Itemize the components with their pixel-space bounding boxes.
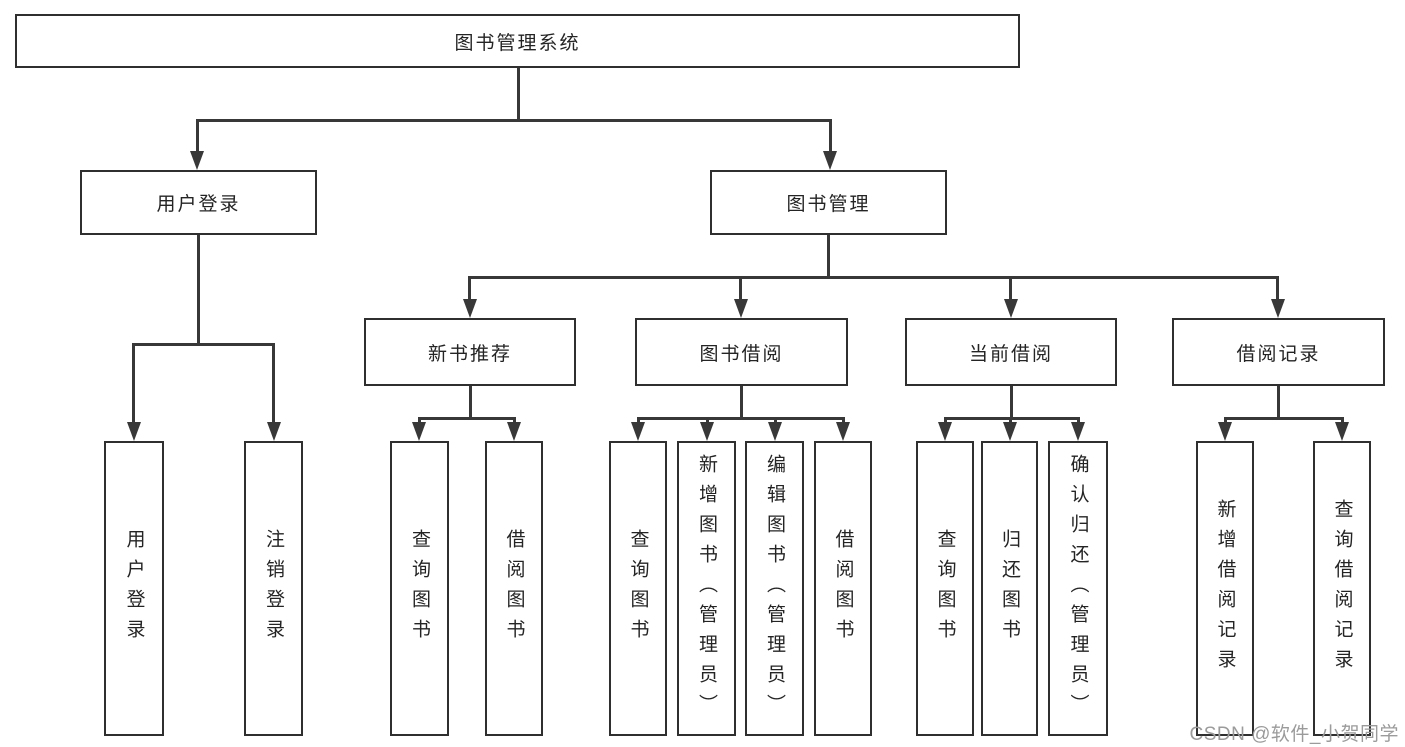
node-leaf-edit-book: 编辑图书（管理员） (745, 441, 804, 736)
arrowhead-leaf-query-record (1335, 422, 1349, 441)
node-new-book-label: 新书推荐 (427, 343, 512, 365)
edge-book-borrow-rail (638, 417, 843, 420)
arrowhead-new-book (463, 299, 477, 318)
edge-root-to-book-mgmt (829, 119, 832, 154)
edge-to-leaf-borrow-book-1 (513, 417, 516, 424)
edge-book-mgmt-rail (470, 276, 1278, 279)
edge-to-leaf-borrow-book-2 (842, 417, 845, 424)
node-leaf-query-book-3: 查询图书 (916, 441, 974, 736)
node-user-login: 用户登录 (80, 170, 317, 235)
arrowhead-leaf-confirm-return (1071, 422, 1085, 441)
edge-to-leaf-add-record (1224, 417, 1227, 424)
arrowhead-user-login (190, 151, 204, 170)
node-leaf-query-book-1-label: 查询图书 (409, 528, 430, 649)
node-book-mgmt-label: 图书管理 (786, 194, 871, 215)
node-leaf-edit-book-label: 编辑图书（管理员） (764, 453, 785, 724)
edge-to-new-book (468, 276, 471, 301)
node-leaf-add-record: 新增借阅记录 (1196, 441, 1254, 736)
arrowhead-leaf-borrow-book-1 (507, 422, 521, 441)
arrowhead-current-borrow (1004, 299, 1018, 318)
edge-to-borrow-record (1276, 276, 1279, 301)
node-leaf-query-record: 查询借阅记录 (1313, 441, 1371, 736)
edge-to-leaf-return-book (1009, 417, 1012, 424)
arrowhead-leaf-add-record (1218, 422, 1232, 441)
edge-root-rail (197, 119, 831, 122)
edge-to-book-borrow (739, 276, 742, 301)
edge-to-leaf-edit-book (774, 417, 777, 424)
node-borrow-record-label: 借阅记录 (1236, 343, 1321, 365)
arrowhead-borrow-record (1271, 299, 1285, 318)
node-leaf-borrow-book-1-label: 借阅图书 (503, 528, 525, 649)
edge-root-to-user-login (196, 119, 199, 154)
node-book-mgmt: 图书管理 (710, 170, 947, 235)
node-leaf-borrow-book-2: 借阅图书 (814, 441, 872, 736)
edge-root-stem (517, 68, 520, 121)
node-leaf-borrow-book-2-label: 借阅图书 (832, 528, 854, 649)
edge-to-leaf-confirm-return (1077, 417, 1080, 424)
arrowhead-leaf-edit-book (768, 422, 782, 441)
node-leaf-logout-label: 注销登录 (263, 528, 284, 649)
node-leaf-add-book-label: 新增图书（管理员） (696, 453, 717, 724)
edge-book-borrow-stem (740, 386, 743, 420)
edge-to-leaf-query-record (1341, 417, 1344, 424)
edge-to-leaf-query-book-1 (418, 417, 421, 424)
node-borrow-record: 借阅记录 (1172, 318, 1385, 386)
arrowhead-leaf-logout (267, 422, 281, 441)
edge-borrow-record-stem (1277, 386, 1280, 420)
edge-new-book-stem (469, 386, 472, 420)
edge-to-leaf-query-book-3 (944, 417, 947, 424)
node-leaf-confirm-return: 确认归还（管理员） (1048, 441, 1108, 736)
arrowhead-leaf-add-book (700, 422, 714, 441)
node-book-borrow: 图书借阅 (635, 318, 848, 386)
arrowhead-leaf-borrow-book-2 (836, 422, 850, 441)
edge-to-leaf-add-book (706, 417, 709, 424)
arrowhead-leaf-query-book-2 (631, 422, 645, 441)
node-leaf-borrow-book-1: 借阅图书 (485, 441, 543, 736)
csdn-watermark: CSDN @软件_小贺同学 (1189, 724, 1399, 745)
node-leaf-query-book-2: 查询图书 (609, 441, 667, 736)
arrowhead-leaf-user-login (127, 422, 141, 441)
node-book-borrow-label: 图书借阅 (699, 343, 784, 365)
edge-book-mgmt-stem (827, 235, 830, 278)
node-leaf-return-book: 归还图书 (981, 441, 1038, 736)
node-leaf-confirm-return-label: 确认归还（管理员） (1067, 453, 1089, 724)
edge-new-book-rail (419, 417, 514, 420)
edge-user-login-stem (197, 235, 200, 345)
edge-current-borrow-stem (1010, 386, 1013, 420)
arrowhead-book-borrow (734, 299, 748, 318)
node-new-book: 新书推荐 (364, 318, 576, 386)
arrowhead-leaf-return-book (1003, 422, 1017, 441)
node-leaf-user-login: 用户登录 (104, 441, 164, 736)
edge-user-login-rail (134, 343, 274, 346)
arrowhead-leaf-query-book-1 (412, 422, 426, 441)
edge-borrow-record-rail (1225, 417, 1342, 420)
edge-to-current-borrow (1009, 276, 1012, 301)
node-root-label: 图书管理系统 (454, 32, 581, 54)
node-leaf-logout: 注销登录 (244, 441, 303, 736)
node-current-borrow: 当前借阅 (905, 318, 1117, 386)
node-leaf-query-record-label: 查询借阅记录 (1331, 498, 1353, 679)
edge-to-leaf-user-login (132, 343, 135, 424)
node-leaf-add-record-label: 新增借阅记录 (1214, 498, 1236, 679)
node-user-login-label: 用户登录 (156, 194, 241, 215)
node-leaf-query-book-2-label: 查询图书 (627, 528, 649, 649)
arrowhead-book-mgmt (823, 151, 837, 170)
node-current-borrow-label: 当前借阅 (968, 343, 1053, 365)
node-leaf-query-book-3-label: 查询图书 (934, 528, 956, 649)
node-leaf-add-book: 新增图书（管理员） (677, 441, 736, 736)
edge-to-leaf-logout (272, 343, 275, 424)
node-leaf-user-login-label: 用户登录 (123, 528, 145, 649)
node-leaf-return-book-label: 归还图书 (999, 528, 1020, 649)
edge-to-leaf-query-book-2 (637, 417, 640, 424)
node-root: 图书管理系统 (15, 14, 1020, 68)
arrowhead-leaf-query-book-3 (938, 422, 952, 441)
node-leaf-query-book-1: 查询图书 (390, 441, 449, 736)
